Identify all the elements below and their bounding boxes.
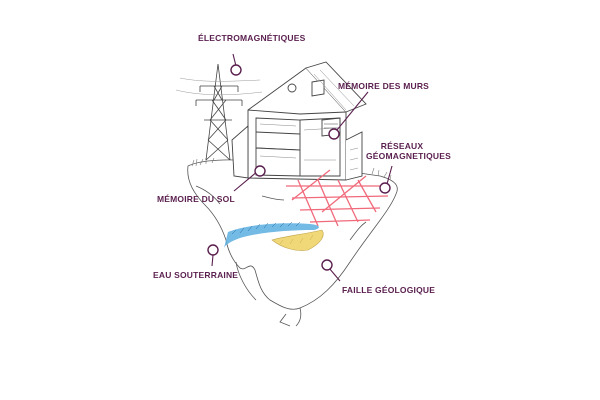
- geomagnetic-grid: [286, 169, 389, 227]
- leader-soil: [233, 170, 259, 192]
- leader-geomagnetic: [386, 165, 393, 185]
- magnifier-icon: [321, 259, 333, 271]
- label-walls-memory: MÉMOIRE DES MURS: [338, 81, 430, 91]
- label-geomagnetic-line1: RÉSEAUX: [380, 141, 424, 151]
- leader-walls: [336, 91, 369, 131]
- label-geological-fault: FAILLE GÉOLOGIQUE: [342, 285, 436, 295]
- label-soil-memory: MÉMOIRE DU SOL: [157, 194, 235, 204]
- power-pylon: [175, 63, 263, 161]
- house-sketch: [231, 61, 367, 181]
- fault-zone: [271, 229, 324, 251]
- groundwater-stream: [224, 221, 319, 248]
- label-geomagnetic-line2: GÉOMAGNETIQUES: [366, 151, 451, 161]
- leader-electromagnetic: [232, 53, 237, 67]
- magnifier-icon: [328, 128, 340, 140]
- house-detail-lines: [259, 69, 359, 171]
- leader-fault: [328, 267, 341, 282]
- callout-lines: [211, 53, 393, 282]
- magnifier-icons: [207, 64, 391, 271]
- label-groundwater: EAU SOUTERRAINE: [153, 270, 239, 280]
- magnifier-icon: [230, 64, 242, 76]
- label-electromagnetic: ÉLECTROMAGNÉTIQUES: [198, 33, 306, 43]
- grass-tufts: [191, 157, 392, 181]
- leader-groundwater: [211, 254, 214, 267]
- label-geomagnetic-networks: RÉSEAUX GÉOMAGNETIQUES: [366, 141, 451, 161]
- magnifier-icon: [254, 165, 266, 177]
- magnifier-icon: [207, 244, 219, 256]
- magnifier-icon: [379, 182, 391, 194]
